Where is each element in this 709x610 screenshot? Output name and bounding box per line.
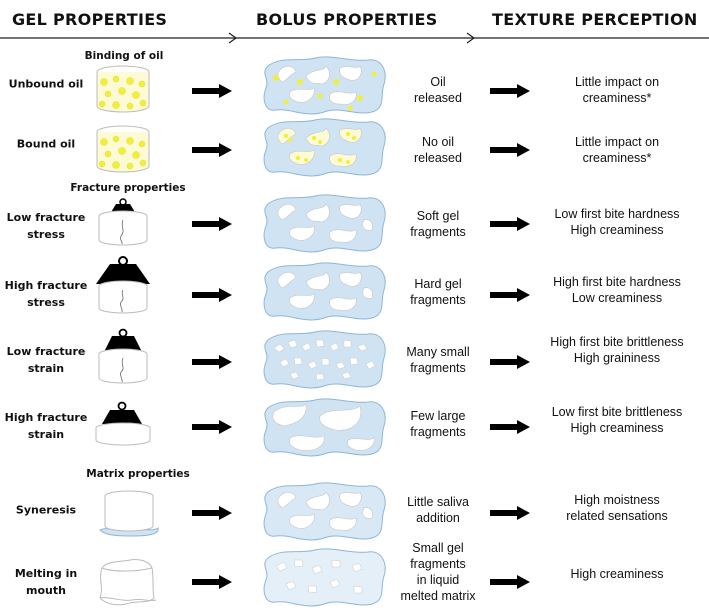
section-fracture-properties: Fracture properties	[70, 182, 186, 194]
large-weight-gel-icon	[96, 256, 150, 314]
section-binding-of-oil: Binding of oil	[84, 50, 164, 62]
bolus-fragments-icon	[263, 194, 386, 253]
arrow-icon	[192, 84, 232, 98]
row-label-syneresis: Syneresis	[15, 503, 77, 517]
gel-properties-header: GEL PROPERTIES	[12, 10, 168, 29]
bolus-bound-oil-icon	[263, 118, 386, 177]
bolus-oil-droplets-icon	[263, 56, 386, 115]
header-divider-arrows	[0, 32, 709, 44]
row-label-bound-oil: Bound oil	[16, 137, 76, 151]
oil-dots-cylinder-icon	[96, 125, 150, 173]
weight-flattened-gel-icon	[95, 401, 151, 446]
arrow-icon	[490, 217, 530, 231]
bolus-fragments-icon	[263, 262, 386, 321]
arrow-icon	[192, 217, 232, 231]
arrow-icon	[490, 355, 530, 369]
bolus-properties-header: BOLUS PROPERTIES	[256, 10, 438, 29]
section-matrix-properties: Matrix properties	[86, 468, 190, 480]
bolus-large-fragments-icon	[263, 398, 386, 457]
arrow-icon	[192, 288, 232, 302]
arrow-icon	[192, 143, 232, 157]
arrow-icon	[490, 506, 530, 520]
arrow-icon	[490, 420, 530, 434]
arrow-icon	[490, 143, 530, 157]
oil-dots-cylinder-icon	[96, 65, 150, 113]
arrow-icon	[192, 355, 232, 369]
arrow-icon	[192, 575, 232, 589]
syneresis-gel-icon	[99, 490, 159, 537]
arrow-icon	[192, 420, 232, 434]
small-weight-gel-icon	[98, 198, 148, 246]
arrow-icon	[490, 84, 530, 98]
bolus-wet-icon	[263, 482, 386, 541]
arrow-icon	[490, 575, 530, 589]
arrow-icon	[192, 506, 232, 520]
row-label-unbound-oil: Unbound oil	[8, 77, 84, 91]
melting-gel-icon	[99, 559, 157, 606]
texture-desc-melting-in-mouth: High creaminess	[570, 567, 664, 581]
bolus-melted-icon	[263, 548, 386, 607]
arrow-icon	[490, 288, 530, 302]
weight-gel-icon	[98, 328, 148, 384]
texture-perception-header: TEXTURE PERCEPTION	[492, 10, 698, 29]
bolus-small-fragments-icon	[263, 330, 386, 389]
